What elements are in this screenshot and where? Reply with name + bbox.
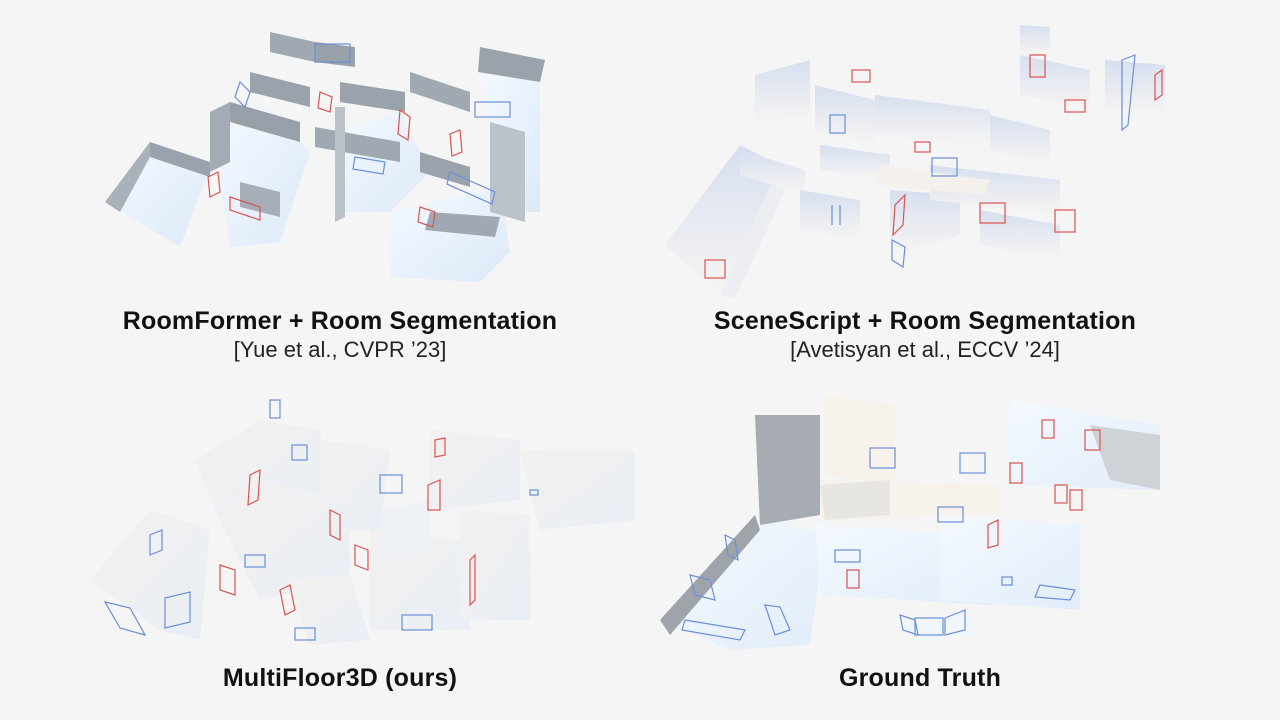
- panel-roomformer: RoomFormer + Room Segmentation [Yue et a…: [0, 0, 640, 380]
- panel-title: SceneScript + Room Segmentation: [713, 307, 1137, 335]
- caption-ground-truth: Ground Truth: [620, 663, 1220, 693]
- floorplan-render-multifloor3d: [90, 399, 635, 645]
- floorplan-render-ground-truth: [660, 395, 1160, 650]
- panel-title: RoomFormer + Room Segmentation: [122, 307, 558, 335]
- panel-scenescript: SceneScript + Room Segmentation [Avetisy…: [640, 0, 1280, 380]
- panel-title: MultiFloor3D (ours): [222, 664, 458, 692]
- caption-roomformer: RoomFormer + Room Segmentation [Yue et a…: [40, 306, 640, 364]
- panel-citation: [Yue et al., CVPR ’23]: [233, 337, 447, 362]
- floorplan-render-roomformer: [105, 32, 545, 282]
- panel-title: Ground Truth: [838, 664, 1002, 692]
- floorplan-render-scenescript: [665, 25, 1165, 298]
- panel-ground-truth: Ground Truth: [640, 380, 1280, 720]
- caption-scenescript: SceneScript + Room Segmentation [Avetisy…: [625, 306, 1225, 364]
- panel-citation: [Avetisyan et al., ECCV ’24]: [790, 337, 1060, 362]
- caption-multifloor3d: MultiFloor3D (ours): [40, 663, 640, 693]
- panel-multifloor3d: MultiFloor3D (ours): [0, 380, 640, 720]
